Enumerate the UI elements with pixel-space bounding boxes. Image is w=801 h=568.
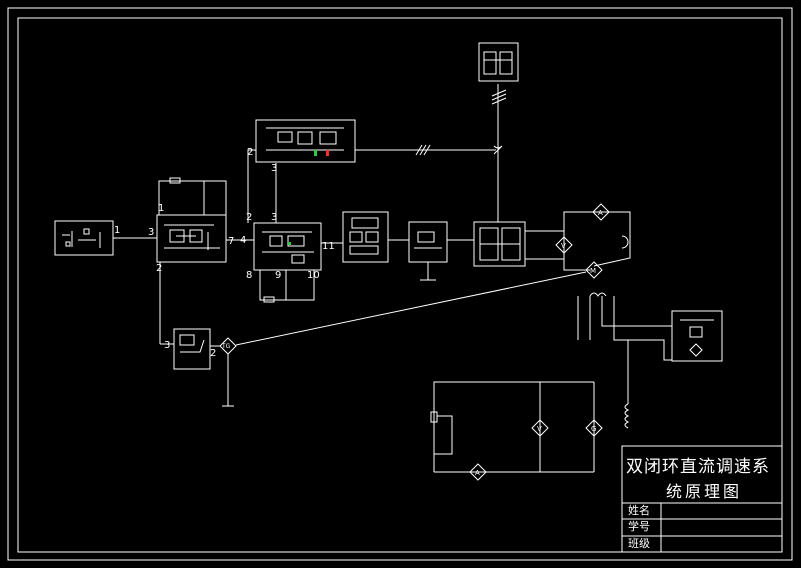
port-label: 2 <box>247 147 254 158</box>
meter-letter: TG <box>222 343 231 350</box>
port-label: 1 <box>158 203 165 214</box>
meter-letter: G <box>591 425 597 433</box>
title-line-2: 统原理图 <box>666 482 743 501</box>
port-label: 3 <box>148 227 155 238</box>
port-label: 2 <box>156 263 163 274</box>
voltmeter-low-symbol <box>531 419 549 437</box>
generator-symbol <box>585 419 603 437</box>
port-label: 8 <box>246 270 253 281</box>
transformer-block <box>478 42 519 82</box>
port-label: 9 <box>275 270 282 281</box>
trigger-block <box>342 211 389 263</box>
current-feedback-block <box>173 328 211 370</box>
field-label-student-id: 学号 <box>628 520 650 533</box>
port-label: 11 <box>322 241 335 252</box>
field-supply-block <box>671 310 723 362</box>
voltmeter-mid-symbol <box>555 236 573 254</box>
thyristor-converter-block <box>473 221 526 267</box>
limit-block <box>255 119 356 163</box>
ammeter-low-symbol <box>469 463 487 481</box>
port-label: 3 <box>271 212 278 223</box>
meter-letter: V <box>561 242 566 250</box>
title-line-1: 双闭环直流调速系 <box>626 457 770 477</box>
meter-letter: A <box>598 209 603 217</box>
motor-symbol <box>585 261 603 279</box>
ammeter-top-symbol <box>592 203 610 221</box>
field-label-class: 班级 <box>628 537 650 550</box>
port-label: 10 <box>307 270 320 281</box>
inner-border <box>17 17 783 553</box>
field-label-name: 姓名 <box>628 504 650 517</box>
pulse-amplifier-block <box>408 221 448 281</box>
title-block <box>621 445 783 553</box>
port-label: 2 <box>210 348 217 359</box>
speed-regulator-block <box>156 177 227 263</box>
port-label: 4 <box>240 235 247 246</box>
outer-border <box>7 7 793 561</box>
port-label: 3 <box>271 163 278 174</box>
meter-letter: V <box>537 425 542 433</box>
port-label: 3 <box>164 340 171 351</box>
port-label: 1 <box>114 225 121 236</box>
meter-letter: A <box>475 469 480 477</box>
setpoint-block <box>54 220 114 256</box>
current-regulator-block <box>253 222 322 303</box>
color-accents <box>288 150 329 245</box>
meter-letter: M <box>590 267 597 275</box>
port-label: 2 <box>246 212 253 223</box>
port-label: 7 <box>228 236 235 247</box>
